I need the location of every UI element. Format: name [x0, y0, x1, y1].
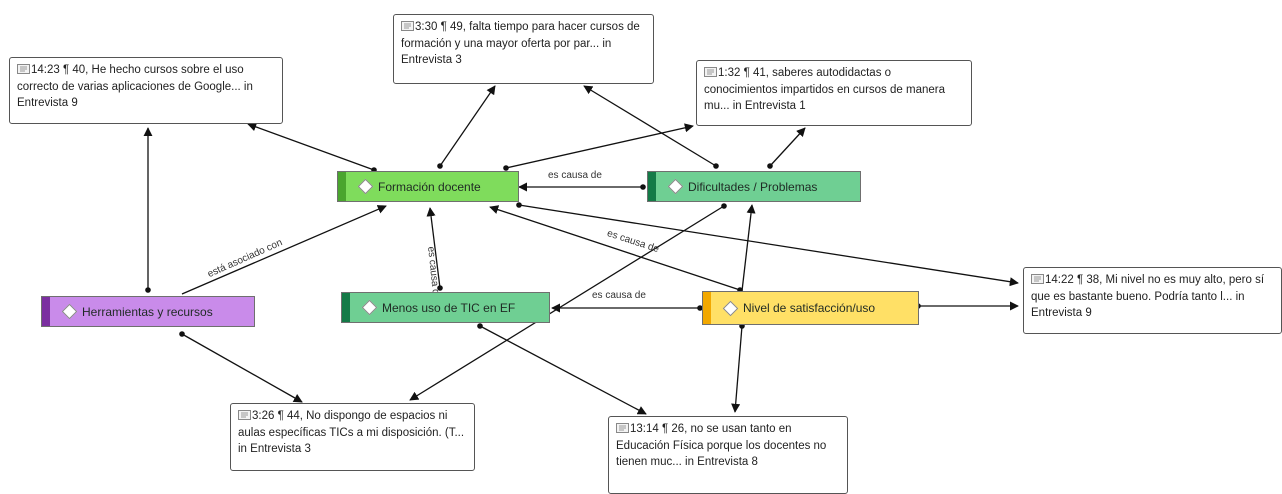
- code-diamond-icon: [361, 299, 378, 316]
- link-nivel-formacion: [489, 205, 741, 291]
- quotation-text: 3:26 ¶ 44, No dispongo de espacios ni au…: [238, 410, 465, 455]
- code-label: Formación docente: [378, 179, 481, 194]
- quotation-text: 13:14 ¶ 26, no se usan tanto en Educació…: [616, 423, 827, 468]
- code-color-bar: [703, 292, 711, 324]
- link-dificultades-q2: [583, 85, 717, 167]
- quotation-text: 1:32 ¶ 41, saberes autodidactas o conoci…: [704, 67, 945, 112]
- code-nivel-satisfaccion[interactable]: Nivel de satisfacción/uso: [702, 291, 919, 325]
- link-node-dot: [437, 285, 443, 291]
- link-formacion-q3: [505, 123, 694, 169]
- quotation-3-26[interactable]: 3:26 ¶ 44, No dispongo de espacios ni au…: [230, 403, 475, 471]
- link-node-dot: [516, 202, 522, 208]
- link-node-dot: [713, 163, 719, 169]
- link-node-dot: [640, 184, 646, 190]
- link-menos-uso-q6: [479, 325, 647, 415]
- code-color-bar: [648, 172, 656, 201]
- quote-document-icon: [238, 410, 251, 420]
- code-formacion-docente[interactable]: Formación docente: [337, 171, 519, 202]
- quote-document-icon: [616, 423, 629, 433]
- code-label: Nivel de satisfacción/uso: [743, 301, 876, 315]
- quotation-13-14[interactable]: 13:14 ¶ 26, no se usan tanto en Educació…: [608, 416, 848, 494]
- link-node-dot: [437, 163, 443, 169]
- quotation-14-23[interactable]: 14:23 ¶ 40, He hecho cursos sobre el uso…: [9, 57, 283, 124]
- relation-label-es-causa-de: es causa de: [548, 170, 602, 181]
- relation-label-es-causa-de: es causa de: [592, 290, 646, 301]
- code-dificultades-problemas[interactable]: Dificultades / Problemas: [647, 171, 861, 202]
- quotation-1-32[interactable]: 1:32 ¶ 41, saberes autodidactas o conoci…: [696, 60, 972, 126]
- link-formacion-q4: [518, 204, 1019, 287]
- link-node-dot: [767, 163, 773, 169]
- code-diamond-icon: [357, 178, 374, 195]
- code-diamond-icon: [722, 300, 739, 316]
- link-nivel-q6: [731, 325, 743, 413]
- code-label: Dificultades / Problemas: [688, 179, 818, 194]
- link-node-dot: [477, 323, 483, 329]
- link-node-dot: [697, 305, 703, 311]
- link-menos-uso-formacion: [426, 207, 441, 289]
- link-herramientas-q5: [181, 333, 303, 403]
- code-label: Menos uso de TIC en EF: [382, 300, 516, 315]
- code-label: Herramientas y recursos: [82, 304, 213, 319]
- quotation-text: 14:23 ¶ 40, He hecho cursos sobre el uso…: [17, 64, 253, 109]
- link-herramientas-formacion: [181, 205, 387, 295]
- quote-document-icon: [1031, 274, 1044, 284]
- code-menos-uso-tic[interactable]: Menos uso de TIC en EF: [341, 292, 550, 323]
- code-diamond-icon: [61, 303, 78, 320]
- code-color-bar: [342, 293, 350, 322]
- link-nivel-dificultades: [741, 204, 756, 292]
- link-node-dot: [145, 287, 151, 293]
- quotation-3-30[interactable]: 3:30 ¶ 49, falta tiempo para hacer curso…: [393, 14, 654, 84]
- link-dificultades-q3: [769, 127, 806, 167]
- link-node-dot: [503, 165, 509, 171]
- quote-document-icon: [17, 64, 30, 74]
- quote-document-icon: [704, 67, 717, 77]
- link-formacion-q2: [439, 85, 496, 167]
- code-color-bar: [338, 172, 346, 201]
- link-node-dot: [179, 331, 185, 337]
- quotation-14-22[interactable]: 14:22 ¶ 38, Mi nivel no es muy alto, per…: [1023, 267, 1282, 334]
- quotation-text: 14:22 ¶ 38, Mi nivel no es muy alto, per…: [1031, 274, 1265, 319]
- link-q1-formacion: [247, 122, 375, 171]
- link-node-dot: [721, 203, 727, 209]
- link-dificultades-q5: [409, 205, 725, 401]
- code-color-bar: [42, 297, 50, 326]
- quotation-text: 3:30 ¶ 49, falta tiempo para hacer curso…: [401, 21, 640, 66]
- quote-document-icon: [401, 21, 414, 31]
- code-herramientas-recursos[interactable]: Herramientas y recursos: [41, 296, 255, 327]
- code-diamond-icon: [667, 178, 684, 195]
